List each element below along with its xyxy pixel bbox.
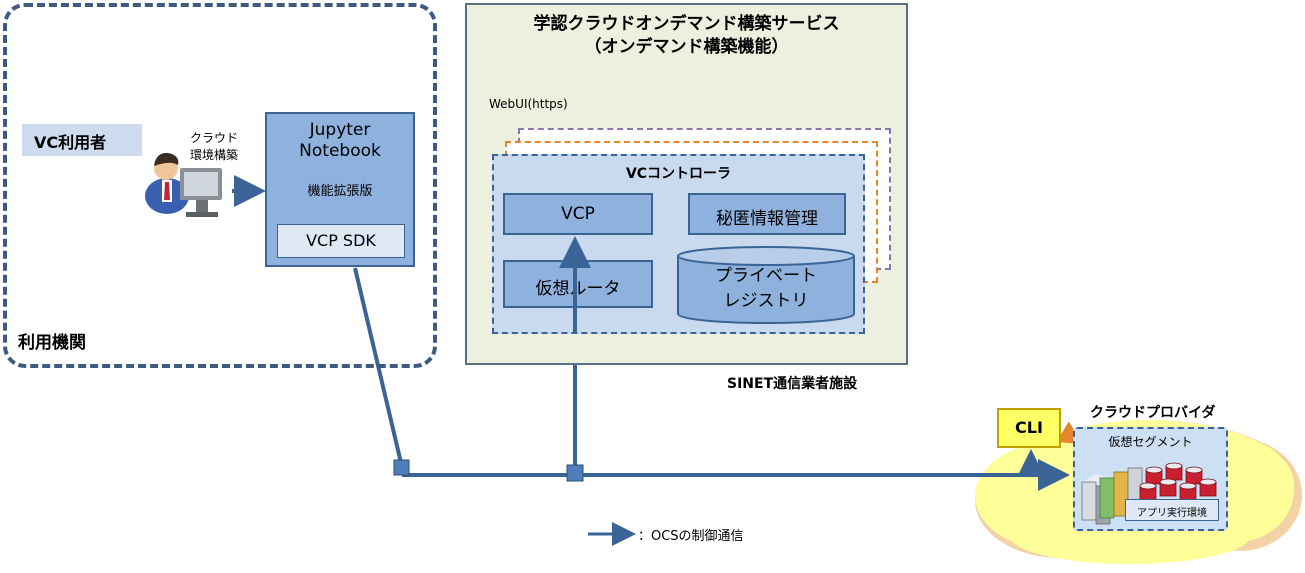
user-caption: クラウド 環境構築 [190,130,238,164]
sinet-facility-label: SINET通信業者施設 [727,376,858,392]
jupyter-title-line1: Jupyter [309,120,371,140]
user-caption-line1: クラウド [190,131,239,145]
app-environment-box-top: アプリ実行環境 [1125,499,1219,521]
jupyter-subtitle: 機能拡張版 [307,184,373,199]
virtual-segment-title: 仮想セグメント [1108,435,1193,449]
registry-line1-top: プライベート [715,266,817,286]
user-computer-icon [145,152,222,217]
jupyter-title-line2: Notebook [299,141,381,161]
webui-label: WebUI(https) [489,97,568,111]
legend-text: ：OCSの制御通信 [638,529,744,544]
vcp-sdk-box: VCP SDK [277,224,405,258]
secret-management-box: 秘匿情報管理 [688,193,846,235]
registry-line2-top: レジストリ [723,291,809,311]
user-caption-line2: 環境構築 [190,148,239,162]
service-title-line2: （オンデマンド構築機能） [584,37,789,57]
junction-node-left [393,459,410,476]
vc-user-badge: VC利用者 [22,124,142,156]
jupyter-notebook-box: Jupyter Notebook 機能拡張版 VCP SDK [265,112,415,267]
cli-box: CLI [997,408,1061,448]
virtual-router-box: 仮想ルータ [503,260,653,308]
organization-boundary [3,3,437,368]
service-title-line1: 学認クラウドオンデマンド構築サービス [533,14,840,34]
jupyter-title: Jupyter Notebook [267,120,413,162]
vc-controller-title: VCコントローラ [625,166,732,182]
service-title: 学認クラウドオンデマンド構築サービス （オンデマンド構築機能） [467,13,906,59]
junction-node-center [566,464,584,482]
cloud-provider-label: クラウドプロバイダ [1090,405,1216,421]
organization-label: 利用機関 [18,333,86,353]
vcp-box: VCP [503,193,653,235]
private-registry-label-top: プライベート レジストリ [676,264,856,314]
